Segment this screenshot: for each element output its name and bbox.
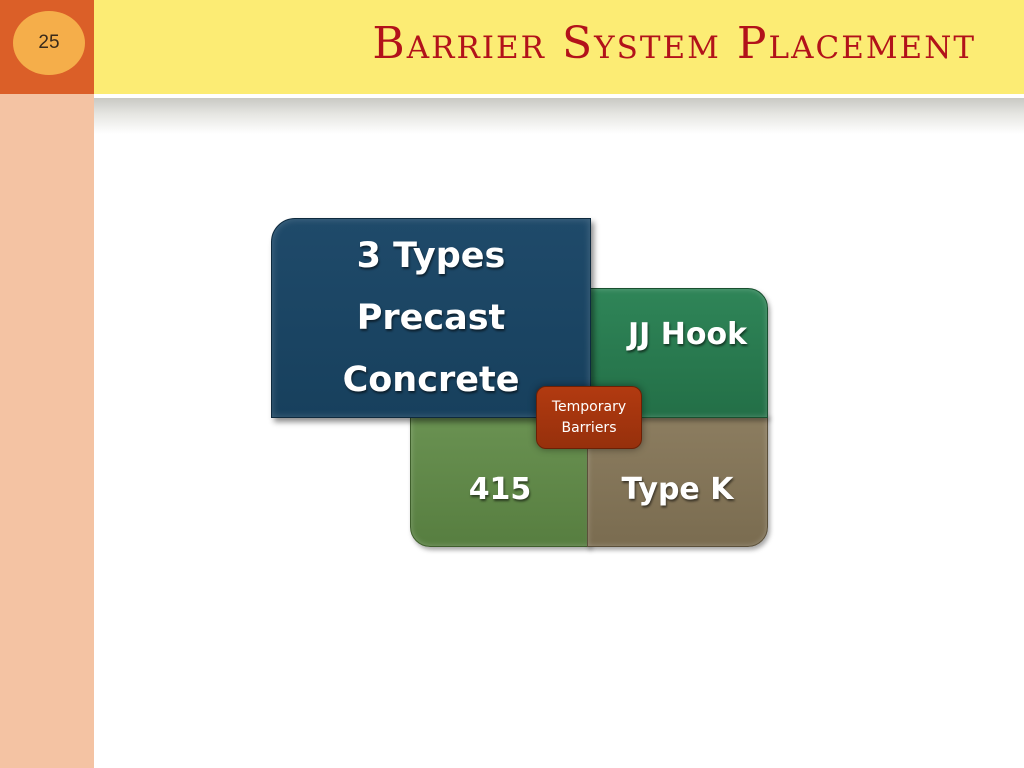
tile-precast-line3: Concrete	[342, 360, 520, 400]
center-label-line1: Temporary	[551, 398, 627, 415]
center-label-line2: Barriers	[561, 419, 617, 436]
tile-precast-concrete: 3 Types Precast Concrete	[271, 218, 591, 418]
tile-jj-hook-label: JJ Hook	[627, 317, 748, 352]
tile-type-k-label: Type K	[621, 472, 734, 507]
tile-precast-line2: Precast	[356, 298, 506, 338]
tile-precast-line1: 3 Types	[356, 236, 506, 276]
title-band	[94, 0, 1024, 94]
slide-number: 25	[38, 32, 60, 53]
slide-number-badge: 25	[13, 11, 85, 75]
left-rail	[0, 0, 94, 768]
corner-block: 25	[0, 0, 94, 94]
title-shadow	[94, 98, 1024, 134]
tile-415-label: 415	[468, 472, 532, 507]
title-underline	[94, 94, 1024, 98]
temporary-barriers-center: Temporary Barriers	[536, 386, 642, 449]
slide-title: Barrier System Placement	[372, 18, 976, 69]
